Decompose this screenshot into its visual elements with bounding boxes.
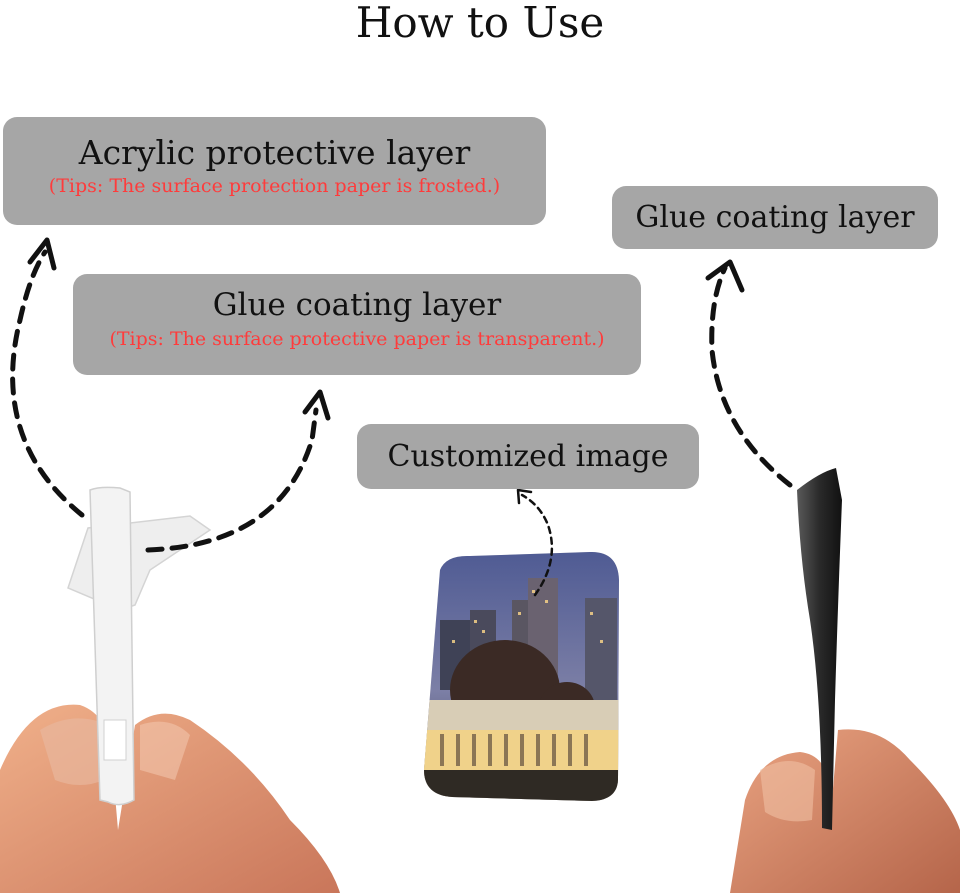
customized-image-label: Customized image <box>357 424 699 489</box>
page-title: How to Use <box>355 0 605 47</box>
glue-layer-left-title: Glue coating layer <box>212 287 502 323</box>
acrylic-piece-image <box>67 486 212 806</box>
acrylic-layer-tip: (Tips: The surface protection paper is f… <box>48 175 501 197</box>
glue-layer-image <box>797 468 842 830</box>
glue-layer-right-label: Glue coating layer <box>612 186 938 249</box>
acrylic-layer-label: Acrylic protective layer (Tips: The surf… <box>3 117 546 225</box>
left-hand-image <box>0 704 340 893</box>
glue-layer-left-tip: (Tips: The surface protective paper is t… <box>109 328 605 350</box>
dashed-arrow-icon <box>10 249 793 553</box>
glue-layer-right-title: Glue coating layer <box>635 200 915 235</box>
acrylic-layer-title: Acrylic protective layer <box>78 133 471 172</box>
customized-image <box>424 551 619 801</box>
right-hand-image <box>730 729 960 893</box>
chevron-up-icon <box>516 488 533 505</box>
customized-image-title: Customized image <box>387 439 669 474</box>
chevron-up-icon <box>27 237 745 421</box>
dashed-arrow-icon <box>520 493 554 597</box>
glue-layer-left-label: Glue coating layer (Tips: The surface pr… <box>73 274 641 375</box>
